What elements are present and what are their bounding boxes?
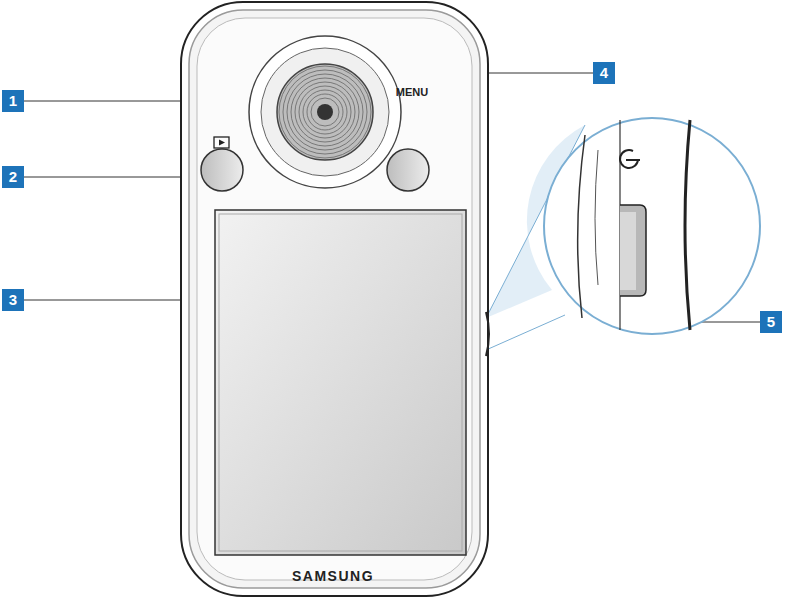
callout-number: 2 [2, 166, 24, 188]
menu-button [387, 149, 429, 191]
brand-name: SAMSUNG [292, 568, 374, 584]
callout-number: 5 [760, 311, 782, 333]
zoom-detail [544, 118, 760, 334]
play-button [201, 149, 243, 191]
callout-number: 1 [2, 90, 24, 112]
lens [249, 36, 401, 188]
button-label: MENU [396, 86, 428, 98]
lcd-screen [215, 210, 466, 555]
callout-number: 4 [593, 62, 615, 84]
camcorder-body [181, 2, 488, 596]
callout-number: 3 [2, 289, 24, 311]
power-icon [620, 150, 640, 168]
play-icon [214, 137, 229, 148]
